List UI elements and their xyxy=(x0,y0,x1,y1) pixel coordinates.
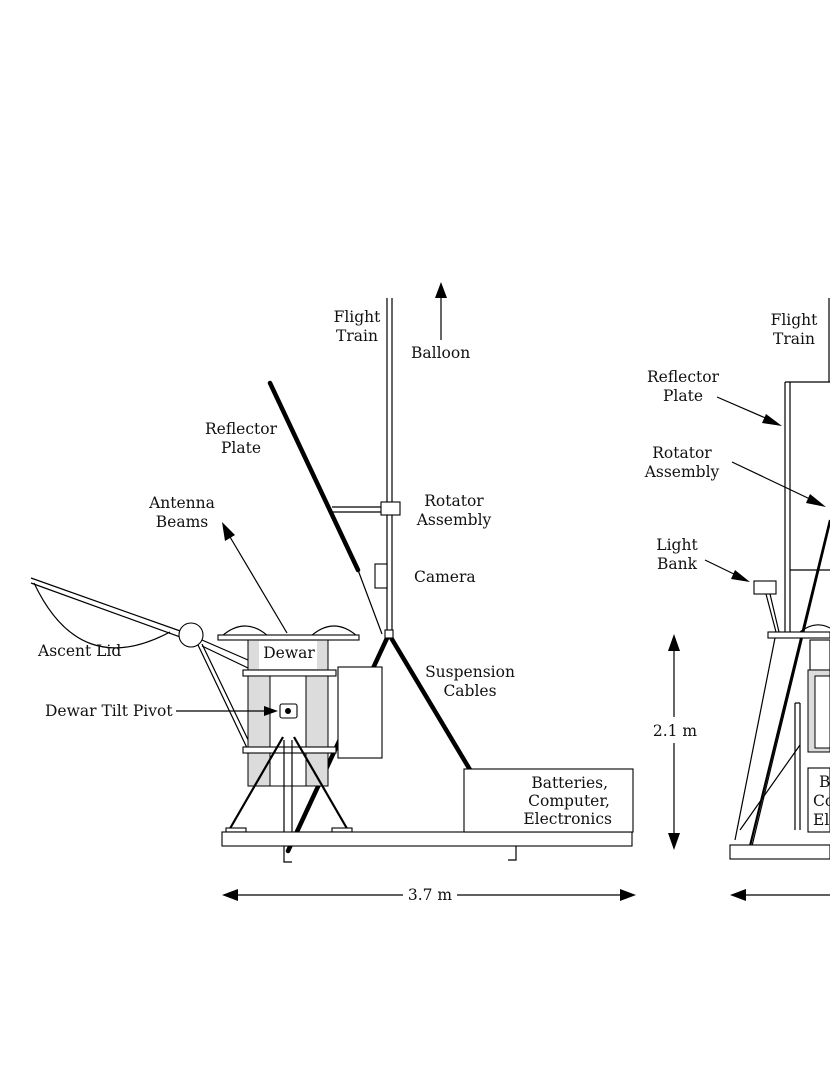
right-suspension-cable xyxy=(748,519,830,847)
right-structure: B Co El xyxy=(729,624,830,860)
dewar-tilt-pivot-arrow xyxy=(176,706,278,716)
reflector-plate xyxy=(267,380,361,573)
balloon-label: Balloon xyxy=(411,344,470,362)
right-rotator-pointer xyxy=(731,461,826,507)
suspension-cables-label-1: Suspension xyxy=(425,663,515,681)
flight-train-label-1: Flight xyxy=(334,308,382,326)
lower-structure xyxy=(242,675,337,787)
reflector-plate-label-1: Reflector xyxy=(205,420,278,438)
rotator-assembly-label-1: Rotator xyxy=(424,492,484,510)
side-box xyxy=(337,666,383,759)
flight-train-mast xyxy=(386,298,393,636)
antenna-beams-label-2: Beams xyxy=(156,513,209,531)
mid-frame xyxy=(242,669,337,677)
right-reflector-pointer xyxy=(716,396,782,426)
right-flight-train-label-2: Train xyxy=(773,330,815,348)
light-bank-label-1: Light xyxy=(656,536,698,554)
reflector-plate-label-2: Plate xyxy=(221,439,261,457)
right-batteries-line-1: B xyxy=(819,773,830,791)
batteries-box: Batteries, Computer, Electronics xyxy=(463,768,634,833)
batteries-line-1: Batteries, xyxy=(531,774,608,792)
light-bank-label-2: Bank xyxy=(657,555,698,573)
rotator-assembly-label-2: Assembly xyxy=(416,511,492,529)
rotator-assembly xyxy=(332,501,401,516)
ascent-lid xyxy=(30,577,253,751)
right-width-dimension xyxy=(730,889,830,901)
dewar-tilt-pivot xyxy=(279,703,298,719)
camera-label: Camera xyxy=(414,568,476,586)
batteries-line-3: Electronics xyxy=(523,810,612,828)
left-view: Dewar xyxy=(30,282,636,904)
height-dimension-label: 2.1 m xyxy=(653,722,698,740)
dewar-tilt-pivot-label: Dewar Tilt Pivot xyxy=(45,702,173,720)
base-rail xyxy=(221,831,633,863)
antenna-beams-label-1: Antenna xyxy=(148,494,215,512)
light-bank-pointer xyxy=(704,559,750,582)
width-dimension-label: 3.7 m xyxy=(408,886,453,904)
right-batteries-line-2: Co xyxy=(813,792,830,810)
ascent-lid-label: Ascent Lid xyxy=(37,642,121,660)
right-view: B Co El 2.1 m F xyxy=(644,298,830,901)
right-rotator-assembly-label-2: Assembly xyxy=(644,463,720,481)
right-flight-train-label-1: Flight xyxy=(771,311,819,329)
width-dimension: 3.7 m xyxy=(222,886,636,904)
camera xyxy=(374,563,388,589)
batteries-line-2: Computer, xyxy=(528,792,610,810)
reflector-support xyxy=(357,569,383,635)
right-batteries-line-3: El xyxy=(813,811,829,829)
dewar: Dewar xyxy=(247,639,329,671)
suspension-cables-label-2: Cables xyxy=(443,682,496,700)
right-reflector-plate-label-2: Plate xyxy=(663,387,703,405)
flight-train-label-2: Train xyxy=(336,327,378,345)
light-bank xyxy=(753,580,780,633)
right-reflector-plate-label-1: Reflector xyxy=(647,368,720,386)
height-dimension: 2.1 m xyxy=(653,634,698,850)
right-rotator-assembly-label-1: Rotator xyxy=(652,444,712,462)
antenna-beams-arrow xyxy=(222,522,288,634)
top-deck xyxy=(217,634,360,641)
horn-domes xyxy=(220,625,359,637)
dewar-label: Dewar xyxy=(263,644,315,662)
right-reflector-plate xyxy=(784,381,830,636)
balloon-arrow xyxy=(435,282,447,340)
